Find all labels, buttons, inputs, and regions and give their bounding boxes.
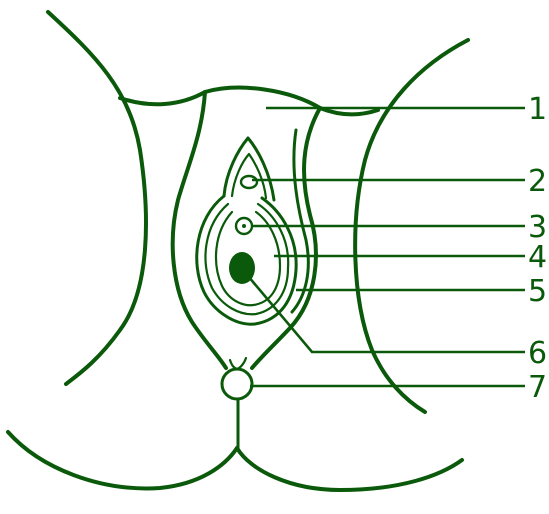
left-buttock-contour	[8, 432, 237, 488]
anus	[222, 369, 252, 399]
label-6: 6	[528, 336, 547, 371]
clitoral-hood-outline	[224, 138, 274, 200]
label-7: 7	[528, 370, 547, 405]
label-4: 4	[528, 240, 547, 275]
urethral-opening-center	[242, 224, 246, 228]
label-5: 5	[528, 274, 547, 309]
left-thigh-contour	[48, 12, 146, 384]
clitoris-glans	[241, 176, 257, 188]
right-buttock-contour	[237, 448, 462, 490]
label-1: 1	[528, 92, 547, 127]
perineum-line	[230, 358, 246, 369]
right-labium-majus-outline	[252, 108, 320, 368]
label-2: 2	[528, 164, 547, 199]
left-labium-majus-outline	[173, 92, 226, 368]
mons-pubis-outline	[120, 88, 378, 115]
leader-line-6	[248, 276, 525, 352]
